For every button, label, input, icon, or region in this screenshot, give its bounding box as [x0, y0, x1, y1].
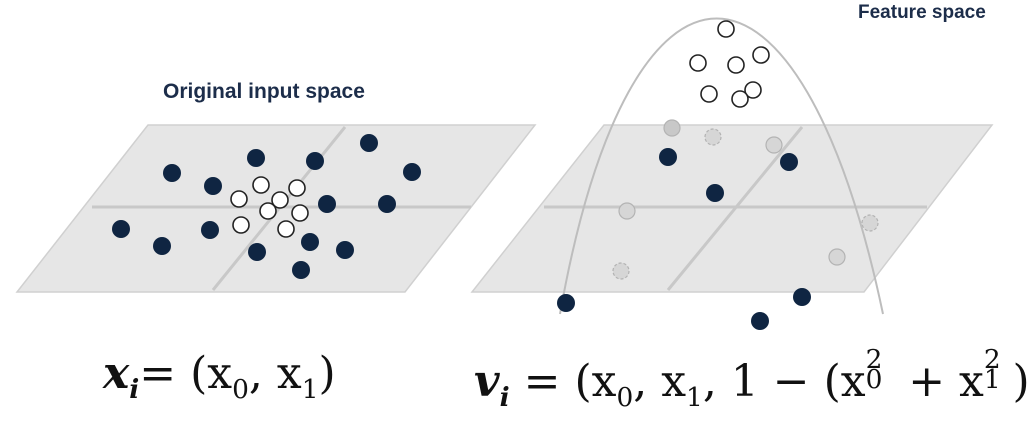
formula-sub: 0 — [232, 373, 249, 405]
light-point — [230, 190, 248, 208]
input-formula: xi= (x0, x1) — [103, 352, 336, 403]
dark-point — [248, 243, 266, 261]
dark-point — [706, 184, 724, 202]
dark-point — [780, 153, 798, 171]
light-point — [271, 191, 289, 209]
feature-space-panel: Feature space — [470, 2, 994, 330]
feature-faded-points — [612, 119, 879, 280]
formula-sub: 1 — [686, 381, 703, 413]
feature-light-points — [689, 20, 770, 108]
formula-text: ) — [318, 348, 336, 399]
dark-point — [336, 241, 354, 259]
formula-text: )) — [1012, 356, 1031, 407]
dark-point — [557, 294, 575, 312]
dark-point — [247, 149, 265, 167]
feature-formula: vi = (x0, x1, 1 − (x20 + x21)) — [474, 346, 1031, 411]
formula-sub: 1 — [301, 373, 319, 405]
light-point — [232, 216, 250, 234]
faded-point — [704, 128, 722, 146]
light-point — [752, 46, 770, 64]
faded-point — [663, 119, 681, 137]
light-point — [717, 20, 735, 38]
formula-sub-i: i — [499, 381, 510, 413]
light-point — [288, 179, 306, 197]
formula-text: + x — [894, 356, 984, 407]
formula-sup: 2 — [865, 343, 883, 375]
faded-point — [618, 202, 636, 220]
input-dark-points — [112, 134, 421, 279]
dark-point — [153, 237, 171, 255]
dark-point — [751, 312, 769, 330]
faded-point — [861, 214, 879, 232]
formula-sub-i: i — [129, 373, 140, 405]
dark-point — [403, 163, 421, 181]
formula-text: = (x — [139, 348, 233, 399]
light-point — [277, 220, 295, 238]
input-space-label: Original input space — [163, 80, 365, 103]
feature-dark-points — [557, 148, 811, 330]
light-point — [689, 54, 707, 72]
dark-point — [201, 221, 219, 239]
dark-point — [306, 152, 324, 170]
light-point — [259, 202, 277, 220]
formula-text: = (x — [509, 356, 617, 407]
paraboloid-curve — [559, 17, 884, 315]
dark-point — [301, 233, 319, 251]
dark-point — [292, 261, 310, 279]
light-point — [700, 85, 718, 103]
dark-point — [659, 148, 677, 166]
formula-text: , x — [633, 356, 687, 407]
feature-plane-axis-diagonal — [666, 126, 804, 291]
formula-sub: 0 — [865, 363, 883, 395]
input-light-points — [230, 176, 309, 238]
light-point — [252, 176, 270, 194]
formula-text: , 1 − (x — [702, 356, 866, 407]
formula-text: , x — [248, 348, 302, 399]
formula-var-x: x — [103, 348, 130, 399]
feature-space-label: Feature space — [858, 2, 986, 23]
light-point — [291, 204, 309, 222]
light-point — [731, 90, 749, 108]
faded-point — [765, 136, 783, 154]
dark-point — [318, 195, 336, 213]
dark-point — [378, 195, 396, 213]
faded-point — [828, 248, 846, 266]
formula-var-v: v — [474, 356, 500, 407]
dark-point — [112, 220, 130, 238]
formula-sub: 0 — [616, 381, 634, 413]
formula-sub: 1 — [983, 363, 1001, 395]
dark-point — [360, 134, 378, 152]
faded-point — [612, 262, 630, 280]
formula-sup: 2 — [983, 343, 1001, 375]
dark-point — [163, 164, 181, 182]
light-point — [727, 56, 745, 74]
light-point — [744, 81, 762, 99]
input-space-panel: Original input space — [15, 80, 537, 293]
dark-point — [204, 177, 222, 195]
dark-point — [793, 288, 811, 306]
